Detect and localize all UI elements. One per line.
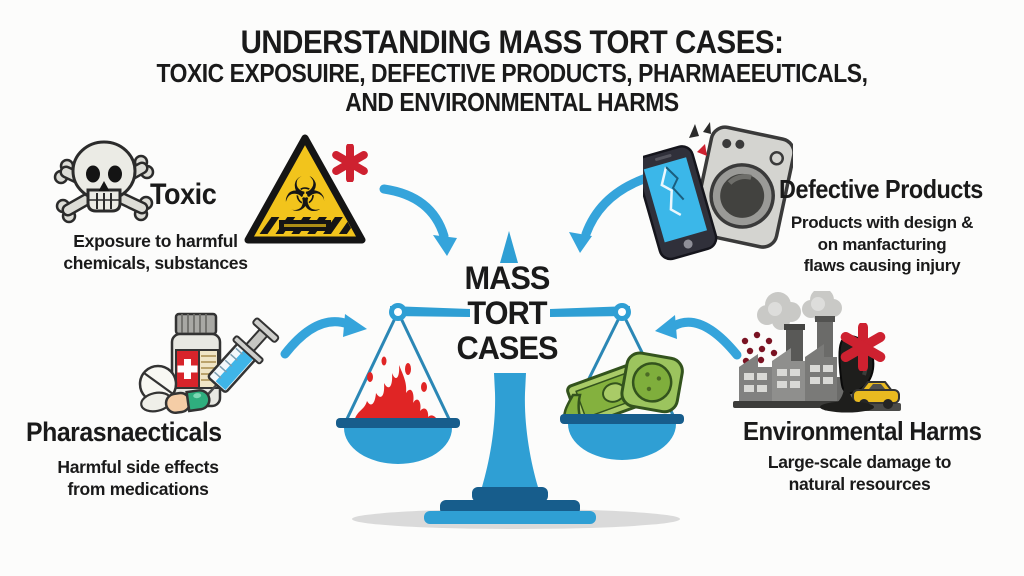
pollution-dots — [741, 331, 778, 365]
mass-tort-label-line-3: CASES — [456, 330, 558, 366]
washing-machine-icon — [692, 125, 793, 249]
scale-beam-left — [390, 306, 470, 317]
mass-tort-label-line-1: MASS — [464, 260, 551, 296]
toxic-heading: Toxic — [150, 178, 217, 211]
defective-products-description: Products with design & on manfacturing f… — [772, 212, 992, 277]
page-title-line-2: TOXIC EXPOSUIRE, DEFECTIVE PRODUCTS, PHA… — [156, 58, 868, 88]
arrow-toxic-to-center — [379, 184, 457, 256]
mass-tort-label-line-2: TORT — [467, 295, 547, 331]
cracked-phone-icon — [643, 145, 718, 261]
environmental-harms-heading: Environmental Harms — [743, 416, 982, 446]
scale-pan-left — [336, 418, 460, 464]
car-icon — [852, 381, 900, 409]
pharmaceuticals-description-line-2: from medications — [67, 478, 209, 499]
toxic-description: Exposure to harmful chemicals, substance… — [48, 231, 263, 274]
page-title-line-1: UNDERSTANDING MASS TORT CASES: — [240, 24, 784, 60]
capsule-icon — [164, 389, 211, 414]
defective-products-icons — [643, 122, 793, 261]
flames-icon — [354, 356, 438, 421]
pharmaceuticals-description-line-1: Harmful side effects — [57, 457, 219, 477]
arrow-environment-to-center — [655, 315, 742, 360]
environmental-harms-description-line-2: natural resources — [788, 473, 931, 494]
biohazard-warning-icon: ☣ — [244, 134, 366, 244]
defective-products-description-line-1: Products with design & — [790, 213, 974, 232]
impact-sparks — [689, 122, 711, 156]
mass-tort-label: MASS TORT CASES — [440, 261, 574, 366]
defective-products-description-line-3: flaws causing injury — [803, 256, 961, 275]
toxic-description-line-1: Exposure to harmful — [73, 231, 238, 251]
scale-base — [424, 487, 596, 524]
page-title-line-3: AND ENVIRONMENTAL HARMS — [345, 87, 679, 117]
red-asterisk-icon — [840, 323, 886, 371]
arrow-pharma-to-center — [280, 314, 367, 359]
scale-beam-right — [550, 306, 630, 317]
toxic-description-line-2: chemicals, substances — [63, 252, 248, 273]
balance-scale-icon — [336, 231, 684, 529]
red-asterisk-icon — [332, 144, 368, 182]
skull — [71, 140, 137, 213]
pharmaceuticals-icons — [138, 312, 280, 414]
defective-products-description-line-2: on manfacturing — [817, 234, 947, 254]
pharmaceuticals-heading: Pharasnaecticals — [26, 417, 222, 447]
scale-pointer — [500, 231, 518, 263]
scale-pan-right — [560, 414, 684, 460]
defective-products-heading: Defective Products — [779, 174, 983, 204]
biohazard-symbol: ☣ — [283, 167, 326, 223]
scale-column — [482, 373, 538, 487]
environmental-harms-description: Large-scale damage to natural resources — [752, 452, 967, 495]
pharmaceuticals-description: Harmful side effects from medications — [38, 457, 238, 500]
scale-pivots — [389, 303, 631, 321]
skull-crossbones-icon — [53, 140, 155, 224]
environmental-harms-description-line-1: Large-scale damage to — [767, 452, 952, 472]
